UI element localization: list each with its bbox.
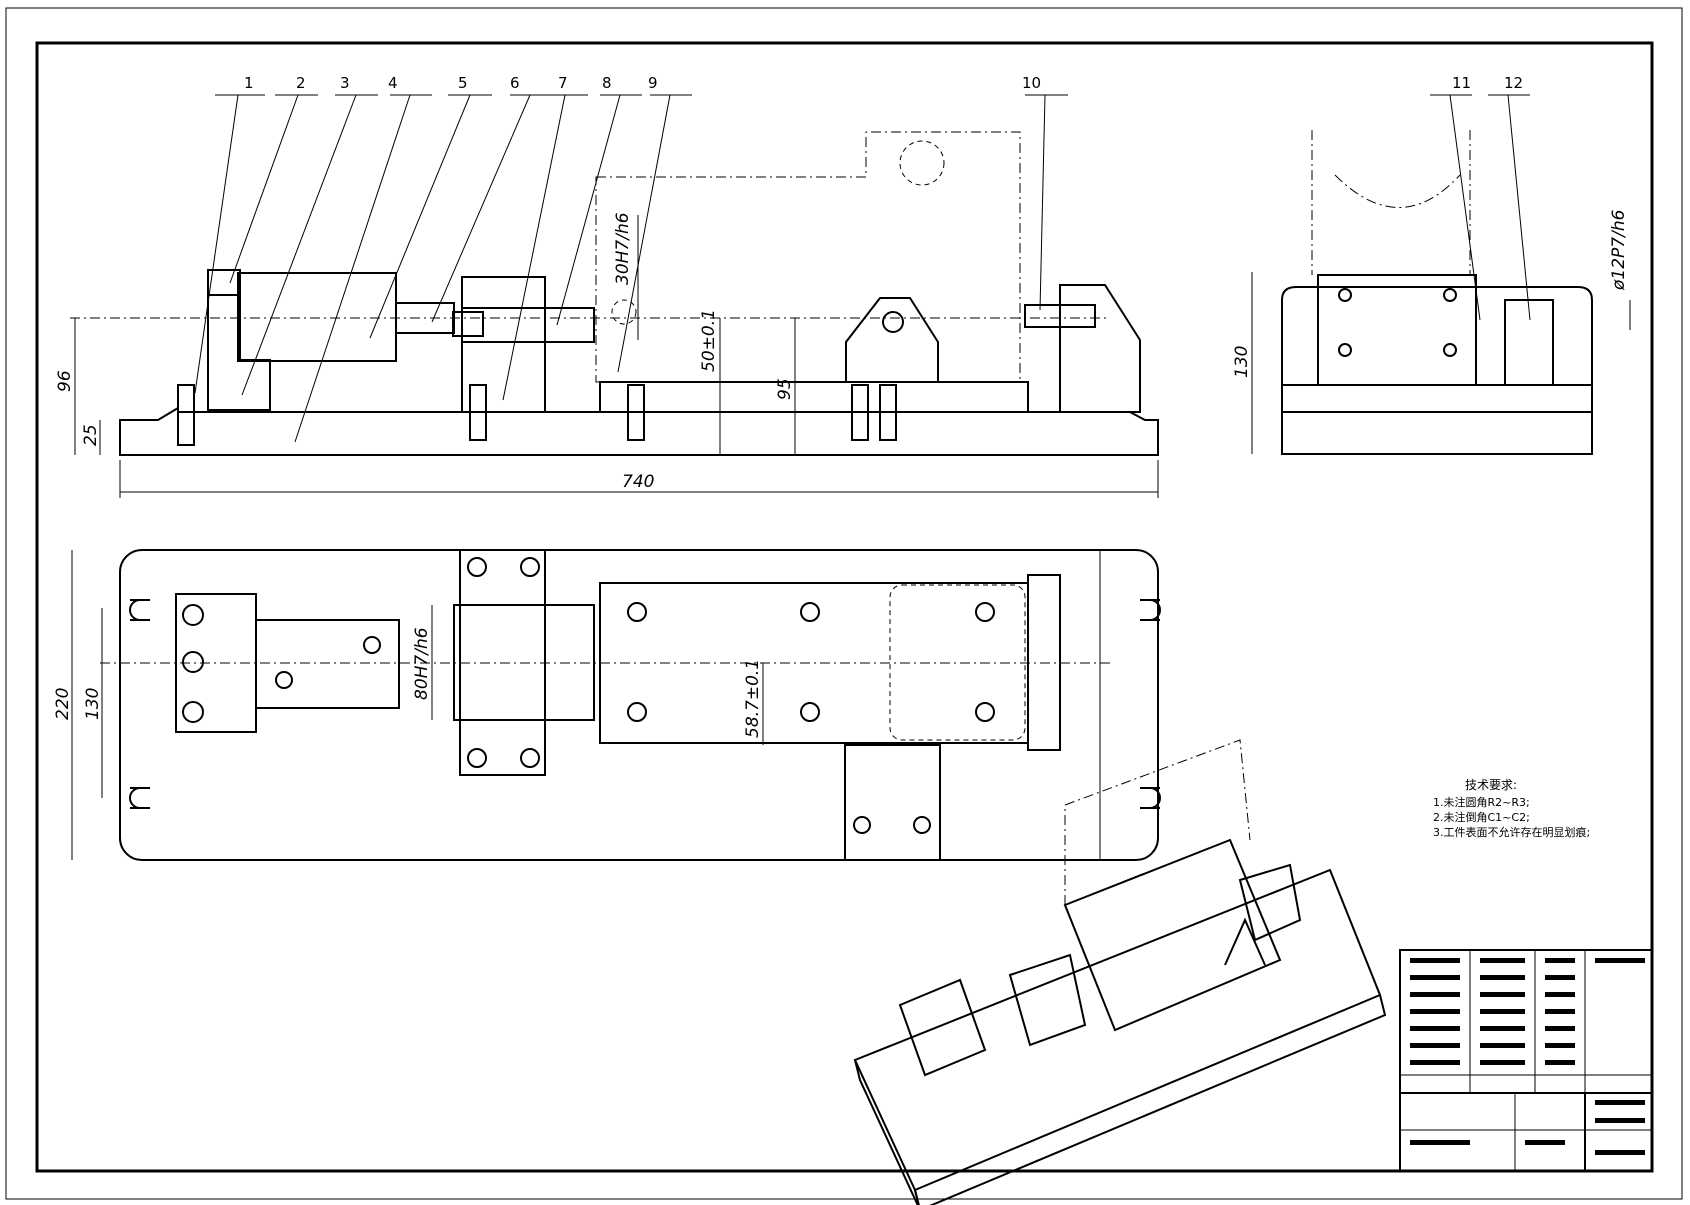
iso-guide-block (1008, 953, 1087, 1047)
push-rod (461, 307, 595, 343)
callout-7: 7 (558, 74, 568, 92)
dim-50: 50±0.1 (699, 309, 719, 372)
side-view (1251, 130, 1631, 455)
top-view (71, 549, 1161, 861)
callout-4: 4 (388, 74, 398, 92)
bolt (177, 384, 195, 446)
side-outline (1281, 286, 1593, 412)
callout-1: 1 (244, 74, 254, 92)
callout-9: 9 (648, 74, 658, 92)
dim-30-fit: 30H7/h6 (613, 212, 633, 285)
dim-130-side: 130 (1232, 346, 1252, 378)
inner-frame (35, 41, 1654, 1173)
callout-8: 8 (602, 74, 612, 92)
front-dim-lines (74, 215, 1159, 498)
top-cylinder-body (255, 619, 400, 709)
cylinder-body (237, 272, 397, 362)
iso-v-bracket (1224, 917, 1266, 966)
dim-740: 740 (622, 472, 654, 492)
notes-line-3: 3.工件表面不允许存在明显划痕; (1433, 825, 1590, 839)
top-bottom-clamp (844, 744, 941, 861)
bolt (879, 384, 897, 441)
callout-3: 3 (340, 74, 350, 92)
iso-cylinder-mount (898, 978, 987, 1077)
front-view (70, 94, 1531, 498)
notes-line-2: 2.未注倒角C1~C2; (1433, 810, 1530, 824)
slot-bottom-left (129, 787, 150, 809)
bracket-pin (882, 311, 904, 333)
callout-12: 12 (1504, 74, 1523, 92)
top-base-outline (119, 549, 1159, 861)
slot-top-left (129, 599, 150, 621)
outer-border (5, 7, 1683, 1200)
front-bolts (177, 384, 897, 446)
workpiece-phantom (595, 131, 1021, 383)
side-base (1281, 411, 1593, 455)
title-block (1399, 949, 1653, 1172)
title-block-frame (1399, 949, 1653, 1172)
slot-bottom-right (1140, 787, 1161, 809)
side-workpiece-phantom (1311, 130, 1471, 275)
workpiece-bore (899, 140, 945, 186)
callout-numbers: 1 2 3 4 5 6 7 8 9 10 11 12 (244, 74, 1523, 92)
callout-10: 10 (1022, 74, 1041, 92)
callout-6: 6 (510, 74, 520, 92)
base-plate-section (119, 406, 1159, 456)
callout-2: 2 (296, 74, 306, 92)
iso-workpiece-phantom (1064, 739, 1251, 905)
bolt (469, 384, 487, 441)
notes-line-1: 1.未注圆角R2~R3; (1433, 795, 1530, 809)
dim-12-fit: ø12P7/h6 (1609, 209, 1629, 291)
side-clamp-body (1317, 274, 1477, 386)
dim-96: 96 (55, 370, 75, 392)
dim-130-top: 130 (83, 688, 103, 720)
locating-pin-phantom (611, 299, 637, 325)
guide-block-section (461, 276, 546, 413)
bolt (851, 384, 869, 441)
callout-11: 11 (1452, 74, 1471, 92)
dim-58-7: 58.7±0.1 (743, 659, 763, 738)
technical-notes: 技术要求: 1.未注圆角R2~R3; 2.未注倒角C1~C2; 3.工件表面不允… (1433, 778, 1590, 839)
iso-right-clamp (1238, 863, 1302, 942)
callout-5: 5 (458, 74, 468, 92)
support-plate (599, 381, 1029, 413)
side-support-plate (1281, 384, 1593, 413)
iso-support-plate (1063, 838, 1282, 1032)
bracket-bolt (207, 269, 241, 296)
notes-title: 技术要求: (1465, 778, 1517, 792)
dim-95: 95 (775, 378, 795, 400)
leader-lines (194, 94, 1531, 443)
right-clamp-screw (1024, 304, 1096, 328)
bolt (627, 384, 645, 441)
slot-top-right (1140, 599, 1161, 621)
rod-connector (452, 311, 484, 337)
side-clamp-12 (1504, 299, 1554, 386)
dim-220: 220 (53, 688, 73, 720)
right-clamp-section (1059, 284, 1141, 413)
dim-80-fit: 80H7/h6 (412, 627, 432, 700)
isometric-view (853, 739, 1387, 1205)
top-workpiece-phantom (889, 584, 1026, 741)
dim-25: 25 (81, 424, 101, 446)
v-bracket (845, 297, 939, 382)
